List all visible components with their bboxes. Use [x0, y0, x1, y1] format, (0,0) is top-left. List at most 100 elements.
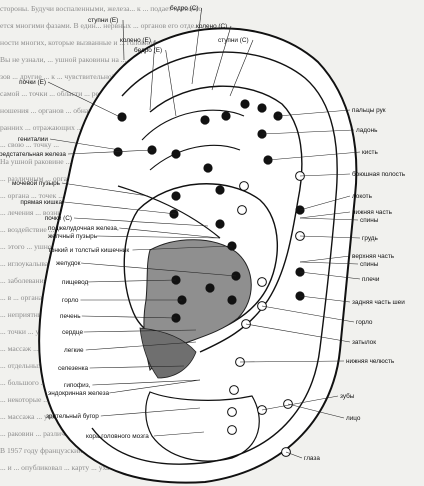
background-text-line: ... различным ... органам ... — [0, 174, 87, 183]
leader-line-zritelny — [100, 407, 201, 417]
reflex-points — [113, 99, 305, 457]
label-zuby: зубы — [340, 392, 355, 400]
leader-line-pryamaya — [63, 201, 177, 215]
background-text-line: ности многих, которые вызванные и ... го… — [0, 38, 187, 47]
leader-line-brushnaya — [299, 173, 351, 177]
label-litso: лицо — [346, 415, 361, 422]
label-plechi: плечи — [362, 276, 380, 283]
label-pochki-e: почки (Е) — [19, 79, 46, 86]
label-gorlo-right: горло — [356, 319, 373, 326]
label-verkhnyaya-spiny-2: спины — [360, 261, 379, 268]
leader-line-genitalii — [49, 138, 121, 151]
ear-tragus-shade — [139, 327, 197, 379]
reflex-point-filled — [215, 219, 225, 229]
reflex-point-filled — [117, 112, 127, 122]
background-text-line: ... иглоукалывание ... — [0, 259, 68, 268]
leader-line-selezenka — [89, 365, 185, 369]
leader-line-pochki-e — [47, 81, 119, 117]
leader-line-pochki-c — [73, 217, 209, 227]
leader-line-nizhnyaya-chelyust — [239, 360, 345, 363]
label-paltsy-ruk: пальцы рук — [352, 107, 386, 114]
reflex-point-open — [229, 385, 239, 395]
ear-concha — [123, 183, 279, 342]
leader-line-koleno-c — [211, 25, 232, 91]
label-kora: кора головного мозга — [86, 433, 149, 440]
leader-line-plechi — [299, 271, 361, 280]
label-gipofiz-2: эндокринная железа — [48, 390, 110, 397]
ear-outer-helix — [38, 27, 358, 484]
label-glaza: глаза — [304, 455, 320, 462]
ear-helix-crus — [117, 185, 221, 239]
label-pischevod: пищевод — [62, 279, 89, 286]
label-verkhnyaya-spiny-1: верхняя часть — [352, 253, 395, 260]
leader-line-gorlo-right — [261, 305, 355, 323]
background-text-line: ... лечения ... возникают ... — [0, 208, 85, 217]
leader-line-koleno-e — [149, 39, 156, 111]
label-zadnyaya-shei: задняя часть шеи — [352, 299, 405, 306]
organ-labels: ступни (Е)бедро (С)колено (С)ступни (С)к… — [0, 4, 406, 462]
leader-line-verkhnyaya-spiny-1 — [299, 255, 351, 263]
label-nizhnyaya-chelyust: нижняя челюсть — [346, 358, 395, 365]
leader-line-kora — [153, 431, 205, 437]
label-kist: кисть — [362, 149, 378, 156]
label-lokot: локоть — [352, 193, 373, 200]
ear-lobe — [145, 391, 260, 462]
background-text-line: ется многими фазами. В един... нервных .… — [0, 21, 200, 30]
background-text-line: ... свою ... точку ... — [0, 140, 60, 149]
reflex-point-filled — [203, 163, 213, 173]
label-pechen: печень — [60, 313, 81, 320]
reflex-point-filled — [240, 99, 250, 109]
background-text-line: ... в ... органах ... на ... — [0, 293, 71, 302]
background-text-line: ... органа ... точек ... организма ... — [0, 191, 107, 200]
label-koleno-e: колено (Е) — [120, 37, 151, 44]
label-genitalii: гениталии — [18, 136, 49, 143]
reflex-point-filled — [257, 103, 267, 113]
background-text-line: ... воздействие ... массаж ... — [0, 225, 88, 234]
leader-line-nizhnyaya-spiny-2 — [299, 217, 359, 221]
label-gipofiz-1: гипофиз, — [64, 382, 91, 389]
reflex-point-filled — [215, 185, 225, 195]
leader-line-zuby — [261, 395, 339, 411]
background-text-line: ... массажа ... ушных ... — [0, 412, 75, 421]
reflex-point-filled — [200, 115, 210, 125]
label-tonkiy: тонкий и толстый кишечник — [48, 246, 129, 254]
label-zheludok: желудок — [56, 260, 81, 267]
label-zritelny: зрительный бугор — [46, 412, 99, 420]
leader-line-podzheludochnaya-2 — [96, 235, 221, 239]
background-text-line: ... и ... опубликовал ... карту ... уха … — [0, 463, 118, 472]
background-text-line: ранних ... отражающих ... внутренних ... — [0, 123, 131, 132]
leader-line-mochevoy — [61, 182, 149, 197]
leader-line-verkhnyaya-spiny-2 — [299, 261, 359, 265]
background-text-line: ... этого ... ушной ... — [0, 242, 64, 251]
leader-line-ladon — [261, 129, 355, 135]
label-stupni-c: ступни (С) — [218, 37, 249, 44]
label-mochevoy: мочевой пузырь — [12, 179, 61, 187]
leader-line-glaza — [285, 451, 303, 459]
reflex-point-open — [227, 425, 237, 435]
leader-line-legkie — [85, 341, 197, 351]
background-text-line: Вы не узнали, ... ушной раковины на ... — [0, 55, 127, 64]
leader-line-zadnyaya-shei — [299, 295, 351, 303]
label-bedro-e: бедро (Е) — [134, 46, 162, 54]
label-podzheludochnaya-2: желчный пузырь — [48, 232, 98, 240]
leader-line-gipofiz-2 — [109, 379, 201, 394]
label-nizhnyaya-spiny-2: спины — [360, 217, 379, 224]
background-text-line: ... точки ... уха ... — [0, 327, 54, 336]
reflex-point-filled — [227, 295, 237, 305]
reflex-point-filled — [171, 149, 181, 159]
background-text-line: ... некоторые ... способы ... — [0, 395, 86, 404]
label-zatylok: затылок — [352, 339, 376, 346]
label-predstatelnaya: предстательная железа — [0, 151, 66, 158]
ear-antihelix-crus — [141, 109, 245, 171]
label-leader-lines — [47, 7, 361, 459]
label-legkie: легкие — [64, 347, 84, 354]
label-brushnaya: брюшная полость — [352, 170, 406, 178]
leader-line-lokot — [299, 195, 351, 211]
label-gorlo-left: горло — [62, 297, 79, 304]
label-pochki-c: почки (С) — [45, 215, 72, 222]
label-podzheludochnaya-1: поджелудочная железа, — [48, 225, 119, 232]
leader-line-grud — [299, 235, 361, 239]
reflex-point-filled — [113, 147, 123, 157]
leader-line-pechen — [81, 315, 177, 319]
